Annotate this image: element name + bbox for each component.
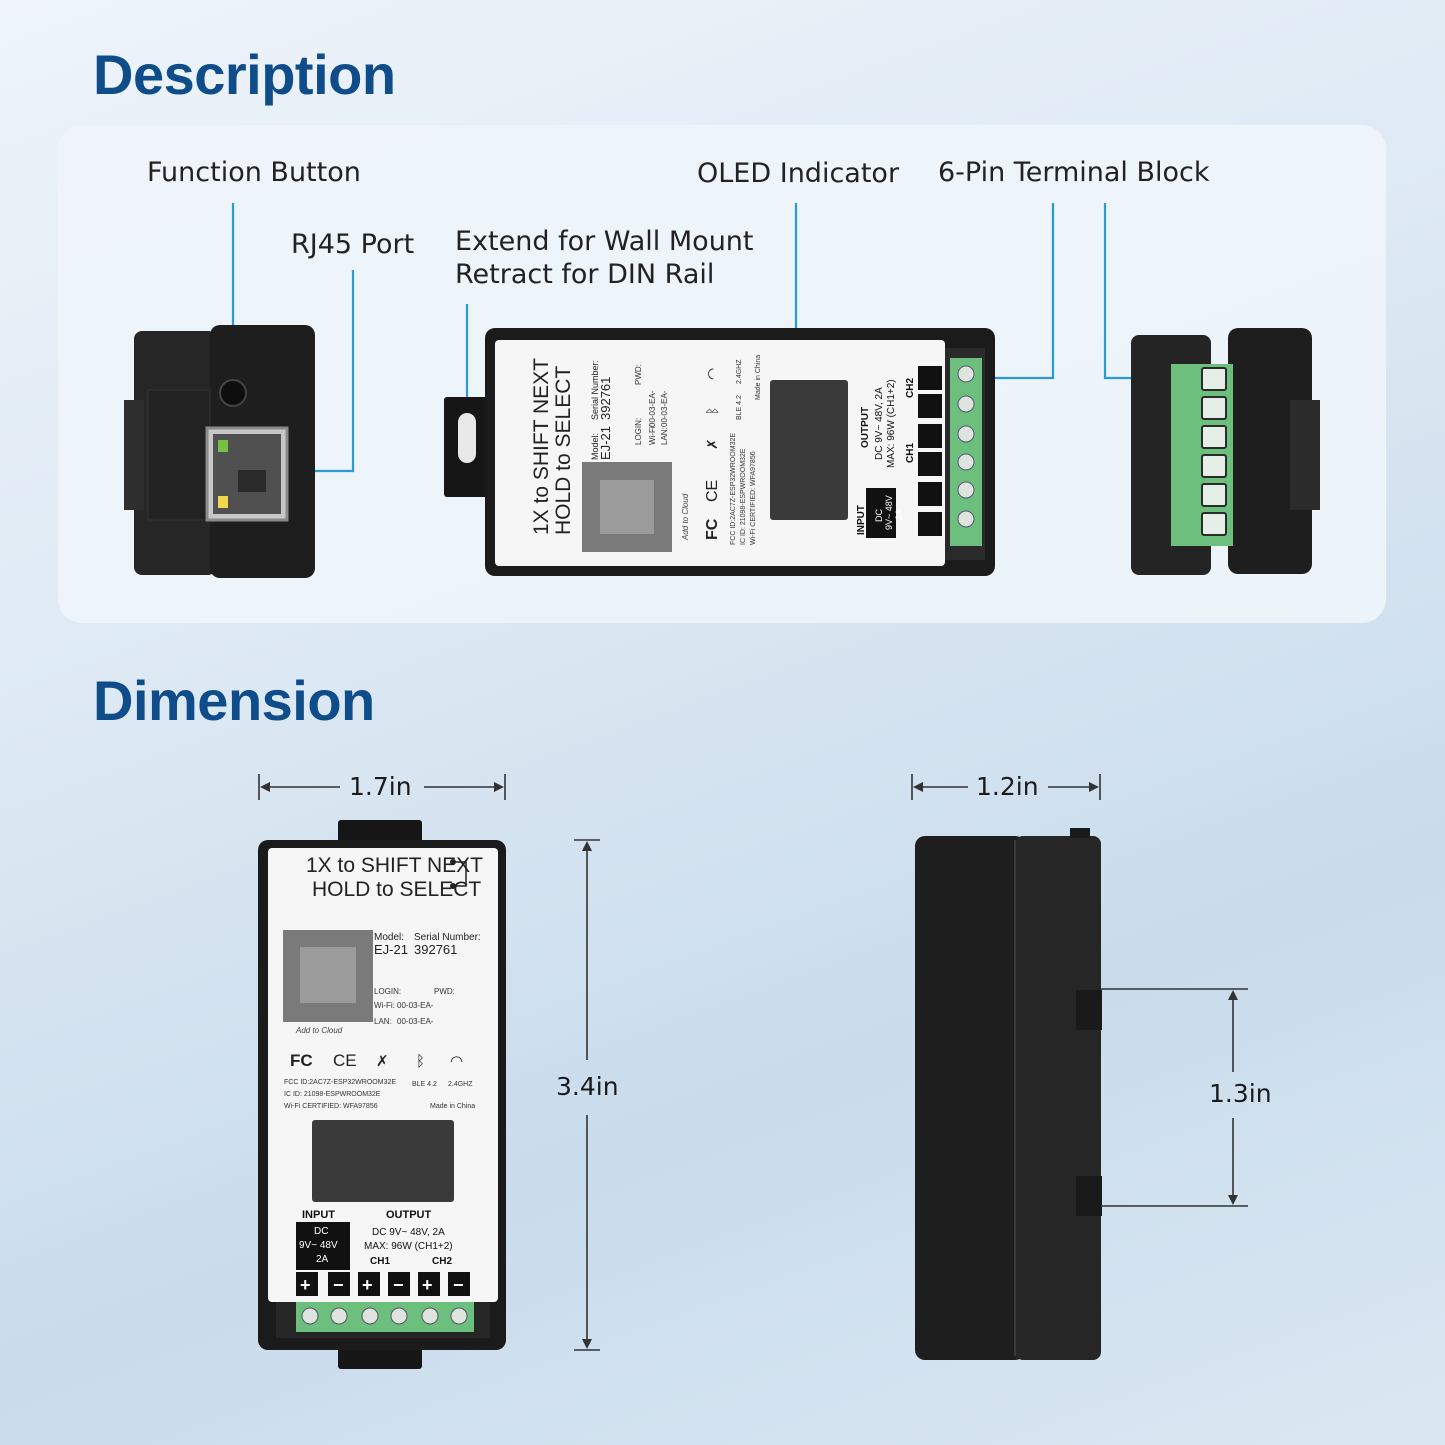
output-line2-top: MAX: 96W (CH1+2): [886, 379, 897, 468]
ghz-text-front: 2.4GHZ: [448, 1081, 473, 1088]
serial-label-front: Serial Number:: [414, 932, 481, 943]
wifi-cert-front: Wi-Fi CERTIFIED: WFA97856: [284, 1103, 378, 1110]
input-dc-top: DC: [874, 509, 884, 522]
terminal-block-label: 6-Pin Terminal Block: [938, 157, 1210, 188]
width-dimension-label: 1.7in: [349, 772, 412, 801]
output-title-top: OUTPUT: [860, 407, 871, 448]
ghz-text-top: 2.4GHZ: [736, 359, 743, 384]
dimension-lines: [258, 774, 1248, 1351]
bluetooth-icon: ᛒ: [704, 407, 720, 415]
ce-mark-top: CE: [704, 480, 721, 502]
made-in-front: Made in China: [430, 1103, 475, 1110]
login-label-front: LOGIN:: [374, 987, 401, 996]
shift-next-text: 1X to SHIFT NEXT: [306, 854, 483, 877]
minus-2: −: [393, 1275, 404, 1295]
function-button-label: Function Button: [147, 157, 361, 188]
plus-3: +: [422, 1275, 433, 1295]
ch2-front: CH2: [432, 1256, 452, 1267]
height-dimension-label: 3.4in: [556, 1072, 619, 1101]
shift-next-text-top: 1X to SHIFT NEXT: [530, 358, 553, 535]
wifi-cert-top: Wi-Fi CERTIFIED: WFA97856: [750, 451, 757, 545]
end-view-rj45: [124, 325, 315, 578]
ch1-top: CH1: [905, 443, 916, 463]
wifi-icon-front: ◠: [450, 1053, 463, 1070]
minus-3: −: [453, 1275, 464, 1295]
din-rail-label-line2: Retract for DIN Rail: [455, 259, 715, 290]
oled-screen-top: [770, 380, 848, 520]
output-title-front: OUTPUT: [386, 1209, 432, 1221]
lan-label-top: LAN:: [660, 427, 669, 445]
model-label-top: Model:: [590, 433, 600, 460]
input-amp-top: 2A: [894, 509, 904, 520]
fcc-id-front: FCC ID:2AC7Z-ESP32WROOM32E: [284, 1079, 396, 1086]
rail-gap-dimension-label: 1.3in: [1209, 1079, 1272, 1108]
input-title-top: INPUT: [856, 505, 867, 535]
dimension-title: Dimension: [93, 669, 375, 732]
wifi-icon: ◠: [704, 368, 720, 380]
lan-value-front: 00-03-EA-: [397, 1017, 434, 1026]
front-view-device: 1X to SHIFT NEXT HOLD to SELECT Model: E…: [258, 820, 506, 1369]
hold-select-text: HOLD to SELECT: [312, 878, 481, 901]
serial-value-front: 392761: [414, 942, 457, 957]
ch1-front: CH1: [370, 1256, 390, 1267]
lan-label-front: LAN:: [374, 1017, 392, 1026]
svg-text:✗: ✗: [704, 438, 720, 450]
add-to-cloud-top: Add to Cloud: [681, 493, 690, 541]
ic-id-top: IC ID: 21098-ESPWROOM32E: [740, 448, 747, 545]
bluetooth-icon-front: ᛒ: [416, 1053, 425, 1070]
description-title: Description: [93, 43, 396, 106]
hold-select-text-top: HOLD to SELECT: [552, 366, 575, 535]
function-button-icon: [219, 379, 247, 407]
terminal-block-front: [296, 1302, 474, 1332]
ble-text-top: BLE 4.2: [736, 395, 743, 420]
rj45-port-label: RJ45 Port: [291, 229, 415, 260]
plus-1: +: [300, 1275, 311, 1295]
wifi-value-top: 00-03-EA-: [648, 390, 657, 427]
output-line2-front: MAX: 96W (CH1+2): [364, 1241, 453, 1252]
made-in-top: Made in China: [755, 355, 762, 400]
oled-indicator-label: OLED Indicator: [697, 158, 900, 189]
model-value-top: EJ-21: [598, 426, 613, 460]
oled-screen-front: [312, 1120, 454, 1202]
wifi-label-top: Wi-Fi:: [648, 424, 657, 445]
input-range-front: 9V~ 48V: [299, 1240, 338, 1251]
weee-icon: ✗: [376, 1053, 389, 1070]
input-title-front: INPUT: [302, 1209, 335, 1221]
serial-value-top: 392761: [598, 377, 613, 420]
wifi-label-front: Wi-Fi:: [374, 1001, 395, 1010]
ble-text-front: BLE 4.2: [412, 1081, 437, 1088]
wall-mount-label-line1: Extend for Wall Mount: [455, 226, 754, 257]
fcc-mark-top: FC: [704, 518, 721, 540]
add-to-cloud-front: Add to Cloud: [295, 1026, 343, 1035]
pwd-label-top: PWD:: [634, 364, 643, 385]
wifi-value-front: 00-03-EA-: [397, 1001, 434, 1010]
depth-dimension-label: 1.2in: [976, 772, 1039, 801]
ch2-top: CH2: [905, 378, 916, 398]
minus-1: −: [333, 1275, 344, 1295]
input-amp-front: 2A: [316, 1254, 329, 1265]
fcc-id-top: FCC ID:2AC7Z-ESP32WROOM32E: [730, 433, 737, 545]
ic-id-front: IC ID: 21098-ESPWROOM32E: [284, 1091, 381, 1098]
side-view-device: [915, 828, 1102, 1360]
lan-value-top: 00-03-EA-: [660, 390, 669, 427]
fcc-mark-front: FC: [290, 1051, 313, 1070]
output-line1-top: DC 9V~ 48V, 2A: [874, 387, 885, 460]
login-label-top: LOGIN:: [634, 418, 643, 445]
model-label-front: Model:: [374, 932, 404, 943]
serial-label-top: Serial Number:: [590, 360, 600, 420]
plus-2: +: [362, 1275, 373, 1295]
end-view-terminal: [1131, 328, 1320, 575]
model-value-front: EJ-21: [374, 942, 408, 957]
ce-mark-front: CE: [333, 1051, 357, 1070]
output-line1-front: DC 9V~ 48V, 2A: [372, 1227, 445, 1238]
input-dc-front: DC: [314, 1226, 328, 1237]
top-view-device: 1X to SHIFT NEXT HOLD to SELECT Model: E…: [444, 328, 995, 576]
input-range-top: 9V~ 48V: [884, 495, 894, 530]
pwd-label-front: PWD:: [434, 987, 455, 996]
